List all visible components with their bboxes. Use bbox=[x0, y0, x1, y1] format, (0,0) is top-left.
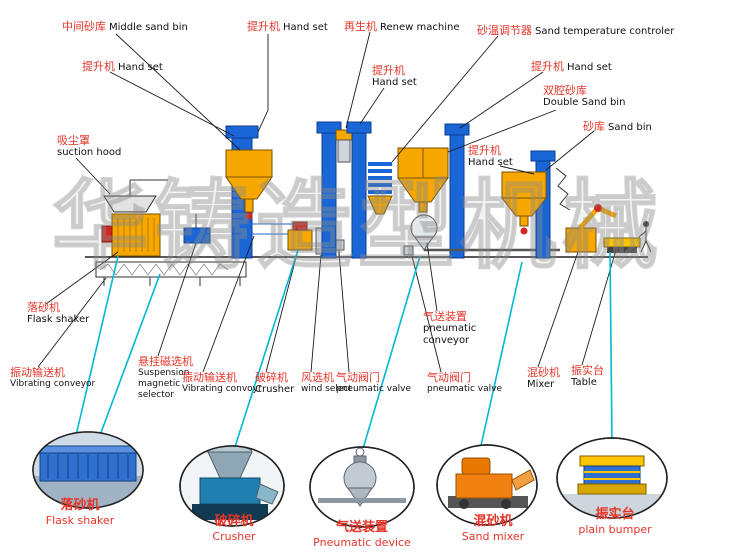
flask-shaker-machine bbox=[101, 213, 161, 257]
middle-sand-bin-hopper bbox=[225, 149, 273, 220]
photo-plain-bumper bbox=[556, 437, 668, 519]
photo-leader-lines bbox=[73, 249, 613, 453]
crusher-machine bbox=[287, 221, 313, 251]
photo-flask-shaker bbox=[32, 431, 144, 509]
elevator-3 bbox=[346, 121, 372, 259]
sand-temperature-controller-machine bbox=[367, 162, 393, 215]
mixer-machine bbox=[565, 204, 618, 253]
double-sand-bin-hopper bbox=[397, 147, 449, 213]
photo-sand-mixer bbox=[436, 444, 538, 526]
magnetic-selector-machine bbox=[183, 214, 211, 244]
elevator-4 bbox=[444, 123, 470, 259]
photo-pneumatic-device bbox=[309, 446, 415, 528]
renew-machine-box bbox=[335, 129, 353, 163]
elevator-2 bbox=[316, 121, 342, 259]
vibrating-conveyor-machine bbox=[95, 261, 247, 286]
leader-lines bbox=[37, 31, 617, 373]
suction-hood-machine bbox=[103, 179, 168, 213]
sand-bin-hopper bbox=[500, 171, 548, 235]
zigzag-duct bbox=[555, 167, 571, 211]
vibrating-table-machine bbox=[603, 221, 652, 253]
photo-crusher bbox=[179, 445, 285, 527]
